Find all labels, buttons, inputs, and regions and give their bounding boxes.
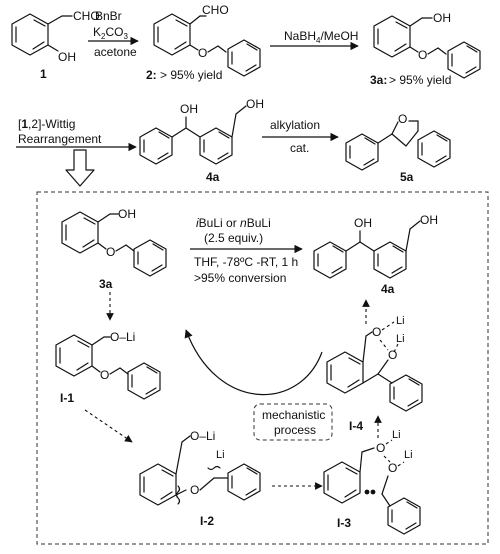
- compound-label-4a: 4a: [206, 170, 220, 184]
- reaction-arrow-2: NaBH4/MeOH: [270, 29, 359, 51]
- intermediate-label-i3: I-3: [337, 516, 351, 530]
- ether-o-label: O: [198, 46, 207, 60]
- reagent-nabh4-meoh: NaBH4/MeOH: [284, 29, 358, 45]
- compound-1: CHO OH 1: [11, 9, 100, 81]
- oh-label: OH: [354, 216, 372, 230]
- ether-o-label: O: [418, 48, 427, 62]
- compound-label-5a: 5a: [400, 170, 414, 184]
- intermediate-i1: O–Li O I-1: [55, 330, 161, 405]
- o-label: O: [372, 325, 381, 339]
- li-label: Li: [404, 449, 413, 461]
- intermediate-i2: O–Li O Li I-2: [139, 429, 261, 528]
- oh-label: OH: [58, 50, 76, 64]
- alkylation-label: alkylation: [270, 118, 320, 132]
- ether-o-label: O: [106, 245, 115, 259]
- box-compound-4a: OH OH 4a: [313, 213, 438, 296]
- conditions-arrow: iBuLi or nBuLi (2.5 equiv.) THF, -78ºC -…: [190, 216, 303, 285]
- o-label: O: [388, 348, 397, 362]
- oh-label: OH: [433, 11, 451, 25]
- intermediate-i3: O Li O Li I-3: [323, 429, 421, 535]
- oh-label: OH: [246, 97, 264, 111]
- li-label: Li: [216, 449, 225, 461]
- dashed-arrow-i1-to-i2: [84, 409, 133, 443]
- oh-label: OH: [180, 102, 198, 116]
- mechanistic-label: mechanistic: [262, 408, 325, 422]
- o-label: O: [388, 461, 397, 475]
- alkylation-arrow: alkylation cat.: [262, 118, 339, 155]
- oh-label: OH: [118, 207, 136, 221]
- o-li-label: O–Li: [110, 330, 135, 344]
- rearrangement-label: Rearrangement: [18, 132, 102, 146]
- oh-label: OH: [420, 213, 438, 227]
- wittig-label: [1,2]-Wittig: [18, 117, 75, 131]
- intermediate-i4: O Li Li O I-4: [326, 315, 423, 433]
- li-label: Li: [396, 333, 405, 345]
- compound-4a: OH OH 4a: [139, 97, 264, 184]
- hollow-down-arrow: [65, 149, 95, 187]
- li-label: Li: [396, 315, 405, 327]
- intermediate-label-i4: I-4: [349, 419, 363, 433]
- compound-3a: OH O 3a: > 95% yield: [370, 11, 481, 87]
- solvent-temp-time: THF, -78ºC -RT, 1 h: [194, 255, 298, 269]
- intermediate-label-i1: I-1: [60, 391, 74, 405]
- catalyst-label: cat.: [290, 141, 309, 155]
- compound-label-3a: 3a:: [370, 73, 387, 87]
- mechanism-cycle-arrow: [184, 329, 323, 396]
- solvent-acetone: acetone: [94, 45, 137, 59]
- reagent-bnbr: BnBr: [95, 9, 122, 23]
- cho-label: CHO: [73, 9, 100, 23]
- equiv-label: (2.5 equiv.): [204, 231, 263, 245]
- yield-2: > 95% yield: [160, 68, 222, 82]
- ether-o-label: O: [190, 483, 199, 497]
- mechanistic-process-box: mechanistic process: [253, 403, 333, 441]
- compound-label-2: 2:: [146, 68, 157, 82]
- ring-o-label: O: [398, 112, 407, 126]
- li-label: Li: [392, 429, 401, 441]
- cho-label: CHO: [202, 3, 229, 17]
- process-label: process: [274, 423, 316, 437]
- o-li-label: O–Li: [190, 429, 215, 443]
- compound-label-4a: 4a: [381, 282, 395, 296]
- mechanism-box: [36, 191, 489, 545]
- compound-label-3a: 3a: [99, 277, 113, 291]
- wittig-arrow: [1,2]-Wittig Rearrangement: [16, 117, 137, 152]
- compound-label-1: 1: [40, 67, 47, 81]
- reagent-k2co3: K2CO3: [93, 25, 128, 41]
- compound-2: CHO O 2: > 95% yield: [146, 3, 261, 82]
- yield-3a: > 95% yield: [389, 73, 451, 87]
- conversion-label: >95% conversion: [194, 271, 286, 285]
- reaction-arrow-1: BnBr K2CO3 acetone: [88, 9, 139, 59]
- o-label: O: [376, 441, 385, 455]
- ether-o-label: O: [100, 368, 109, 382]
- intermediate-label-i2: I-2: [200, 514, 214, 528]
- reagent-buli: iBuLi or nBuLi: [196, 216, 271, 230]
- compound-5a: O 5a: [345, 112, 451, 184]
- box-compound-3a: OH O 3a: [61, 207, 167, 291]
